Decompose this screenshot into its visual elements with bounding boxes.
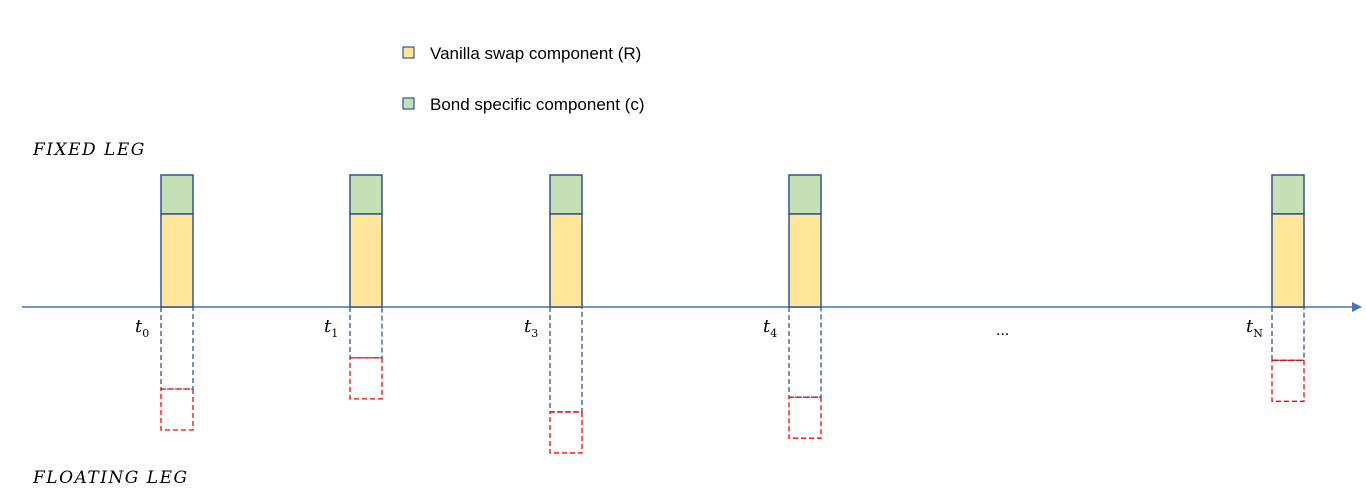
legend-label-bond: Bond specific component (c): [430, 95, 645, 114]
ellipsis-label: ...: [996, 322, 1009, 339]
fixed-bond-component: [1271, 174, 1305, 215]
floating-vanilla-outline: [349, 307, 383, 359]
legend-item-bond: Bond specific component (c): [402, 95, 645, 114]
time-tick-subscript: 1: [331, 327, 338, 340]
legend-swatch-vanilla: [402, 46, 415, 59]
time-tick-base: t: [524, 316, 532, 337]
payment-period: t1: [324, 174, 383, 400]
floating-leg-label: FLOATING LEG: [32, 468, 189, 488]
legend-swatch-bond: [402, 97, 415, 110]
fixed-vanilla-component: [788, 213, 822, 308]
legend-label-vanilla: Vanilla swap component (R): [430, 44, 641, 63]
time-tick-subscript: 0: [142, 327, 149, 340]
legend: Vanilla swap component (R) Bond specific…: [402, 44, 645, 114]
time-tick-base: t: [324, 316, 332, 337]
payment-period: tN: [1246, 174, 1305, 402]
time-tick-base: t: [135, 316, 143, 337]
fixed-vanilla-component: [549, 213, 583, 308]
fixed-bond-component: [349, 174, 383, 215]
floating-bond-outline: [549, 411, 583, 454]
time-tick-base: t: [1246, 316, 1254, 337]
fixed-bond-component: [549, 174, 583, 215]
floating-bond-outline: [1271, 359, 1305, 402]
fixed-leg-label: FIXED LEG: [32, 140, 146, 160]
floating-bond-outline: [788, 396, 822, 439]
fixed-vanilla-component: [1271, 213, 1305, 308]
floating-bond-outline: [160, 388, 194, 431]
time-tick-label: t4: [763, 316, 777, 340]
fixed-bond-component: [788, 174, 822, 215]
time-tick-subscript: 4: [770, 327, 777, 340]
floating-vanilla-outline: [1271, 307, 1305, 361]
fixed-vanilla-component: [160, 213, 194, 308]
time-tick-label: tN: [1246, 316, 1263, 340]
time-tick-subscript: N: [1253, 327, 1263, 340]
time-tick-subscript: 3: [531, 327, 538, 340]
legend-item-vanilla: Vanilla swap component (R): [402, 44, 641, 63]
time-tick-base: t: [763, 316, 771, 337]
payment-period: t4: [763, 174, 822, 439]
fixed-vanilla-component: [349, 213, 383, 308]
floating-vanilla-outline: [549, 307, 583, 413]
payment-period: t0: [135, 174, 194, 431]
payment-period: t3: [524, 174, 583, 454]
time-tick-label: t0: [135, 316, 149, 340]
floating-bond-outline: [349, 357, 383, 400]
time-tick-label: t1: [324, 316, 338, 340]
floating-vanilla-outline: [160, 307, 194, 390]
fixed-bond-component: [160, 174, 194, 215]
floating-vanilla-outline: [788, 307, 822, 398]
time-tick-label: t3: [524, 316, 538, 340]
